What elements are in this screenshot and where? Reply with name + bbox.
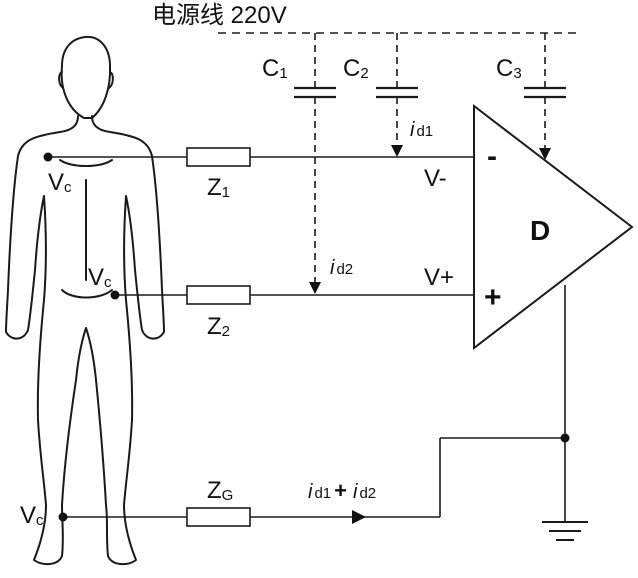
vminus-label: V- <box>424 165 447 192</box>
id1-arrow-icon <box>391 145 403 157</box>
c3-label: C3 <box>496 55 522 82</box>
leakage-arrowheads <box>309 145 551 294</box>
id2-arrow-icon <box>309 282 321 294</box>
vplus-label: V+ <box>424 264 454 291</box>
electrode-wiring <box>48 147 588 541</box>
amplifier-label: D <box>530 215 550 246</box>
current-arrow-icon <box>352 510 366 524</box>
electrode-shoulder-dot <box>43 152 53 162</box>
amp-plus-sign: + <box>484 281 502 314</box>
ear-left <box>58 71 64 89</box>
chest-line <box>59 159 113 167</box>
vc-shoulder-label: Vc <box>48 169 72 196</box>
c2-label: C2 <box>343 55 369 82</box>
electrode-hip-dot <box>110 290 120 300</box>
hip-line <box>61 289 113 299</box>
zg-resistor <box>186 507 251 527</box>
zg-label: ZG <box>207 477 233 504</box>
z1-resistor <box>186 147 251 167</box>
vc-leg-label: Vc <box>20 502 44 529</box>
power-line-coupling <box>218 32 582 283</box>
junction-dots <box>43 152 570 522</box>
amplifier-triangle <box>473 103 634 351</box>
c1-label: C1 <box>262 55 288 82</box>
amp-minus-sign: - <box>487 140 497 173</box>
z2-label: Z2 <box>207 313 230 340</box>
z1-label: Z1 <box>207 174 230 201</box>
c3-arrow-icon <box>539 148 551 160</box>
head-outline <box>60 35 112 119</box>
power-line-label: 电源线 220V <box>152 2 287 29</box>
vc-hip-label: Vc <box>88 264 112 291</box>
ear-right <box>108 71 114 89</box>
z2-resistor <box>186 285 251 305</box>
human-figure <box>5 35 165 566</box>
electrode-leg-dot <box>58 512 68 522</box>
ground-junction-dot <box>560 433 570 443</box>
body-outline <box>5 115 165 566</box>
